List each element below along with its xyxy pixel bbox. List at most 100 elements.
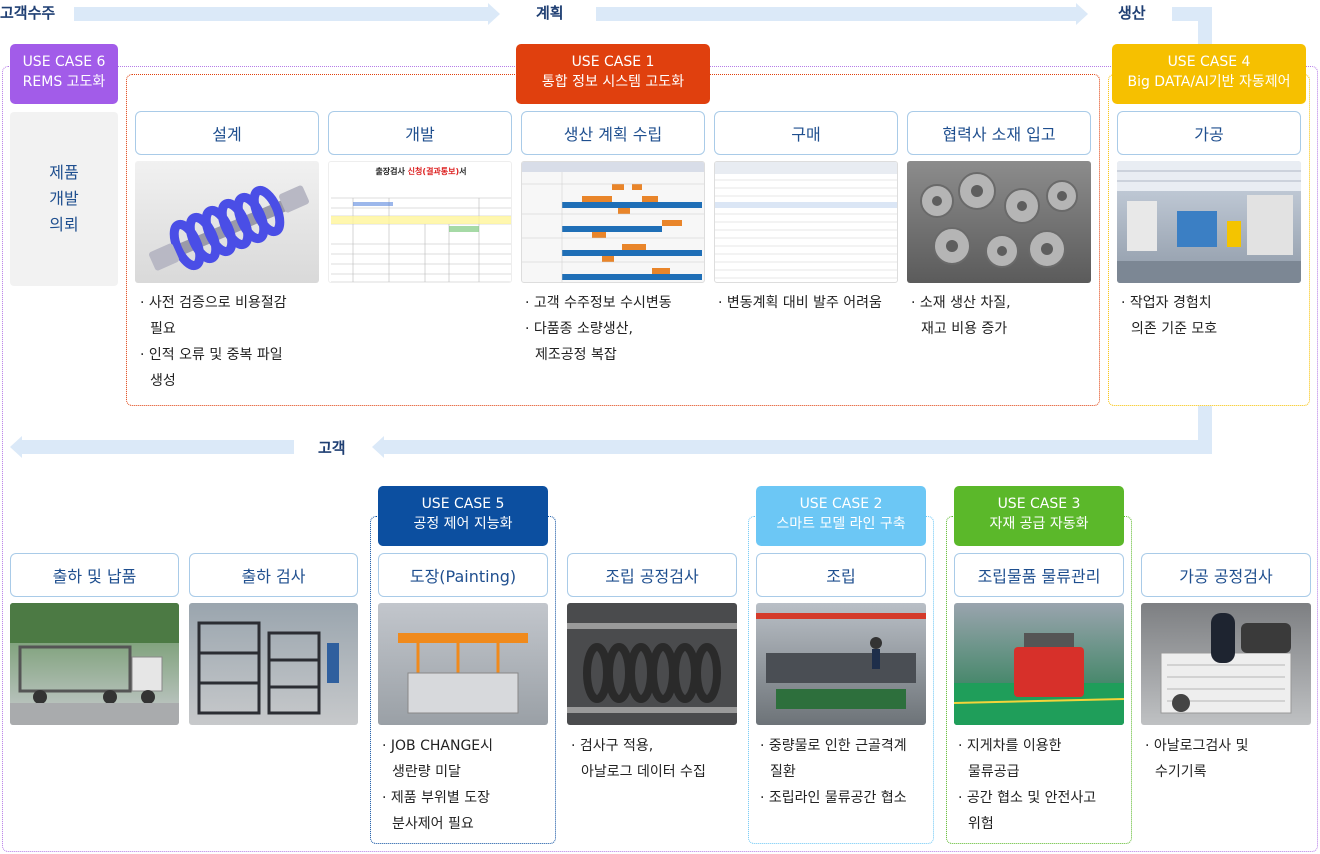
step-purchase: 구매 <box>714 111 898 155</box>
side-line-3: 의뢰 <box>49 215 79 234</box>
note-line: · JOB CHANGE시 <box>382 738 494 754</box>
step-design: 설계 <box>135 111 319 155</box>
step-machining: 가공 <box>1117 111 1301 155</box>
flow-label-order: 고객수주 <box>0 2 56 23</box>
use-case-5-badge: USE CASE 5 공정 제어 지능화 <box>378 486 548 546</box>
flow-arrow-return <box>384 440 1212 454</box>
doc-title-part: (결과통보) <box>422 167 460 176</box>
use-case-6-badge: USE CASE 6 REMS 고도화 <box>10 44 118 104</box>
step-shipping-delivery: 출하 및 납품 <box>10 553 179 597</box>
side-line-1: 제품 <box>49 163 79 182</box>
shipping-inspection-image <box>189 603 358 725</box>
note-line: 위험 <box>968 816 994 832</box>
note-line: · 소재 생산 차질, <box>911 295 1011 311</box>
spring-assembly-image <box>149 185 309 271</box>
note-line: 아날로그 데이터 수집 <box>581 764 706 780</box>
factory-floor-image <box>1117 161 1301 283</box>
notes-assembly-inspection: · 검사구 적용, 아날로그 데이터 수집 <box>571 733 706 785</box>
flow-arrow-order-to-plan <box>74 7 488 21</box>
note-line: 생란량 미달 <box>392 764 461 780</box>
purchase-table-image <box>715 162 897 279</box>
use-case-4-badge: USE CASE 4 Big DATA/AI기반 자동제어 <box>1112 44 1306 104</box>
side-line-2: 개발 <box>49 189 79 208</box>
note-line: · 조립라인 물류공간 협소 <box>760 790 907 806</box>
note-line: 물류공급 <box>968 764 1020 780</box>
doc-table-grid <box>331 197 511 282</box>
note-item: · 소재 생산 차질, 재고 비용 증가 <box>911 290 1011 342</box>
step-development: 개발 <box>328 111 512 155</box>
use-case-3-title: USE CASE 3 <box>997 496 1081 512</box>
use-case-6-subtitle: REMS 고도화 <box>22 74 106 90</box>
use-case-5-subtitle: 공정 제어 지능화 <box>413 516 513 532</box>
painting-line-image <box>378 603 548 725</box>
flow-arrow-head <box>10 436 22 458</box>
paint-booth-image <box>398 633 528 714</box>
note-line: · 검사구 적용, <box>571 738 654 754</box>
note-item: · 검사구 적용, 아날로그 데이터 수집 <box>571 733 706 785</box>
note-line: · 제품 부위별 도장 <box>382 790 490 806</box>
note-line: · 지게차를 이용한 <box>958 738 1062 754</box>
use-case-5-title: USE CASE 5 <box>421 496 505 512</box>
doc-title-part: 출장검사 <box>375 167 408 176</box>
step-painting: 도장(Painting) <box>378 553 548 597</box>
note-line: · 중량물로 인한 근골격계 <box>760 738 907 754</box>
note-item: · 고객 수주정보 수시변동 <box>525 290 672 316</box>
springs-inspection-image <box>567 623 737 713</box>
truck-image <box>10 603 179 725</box>
flow-arrow-head <box>372 436 384 458</box>
note-line: 재고 비용 증가 <box>921 321 1008 337</box>
machining-factory-image <box>1117 161 1301 283</box>
use-case-6-title: USE CASE 6 <box>22 54 106 70</box>
step-assembly-inspection: 조립 공정검사 <box>567 553 737 597</box>
development-document-image: 출장검사 신청(결과통보)서 <box>328 161 512 283</box>
note-line: 분사제어 필요 <box>392 816 474 832</box>
note-line: · 공간 협소 및 안전사고 <box>958 790 1097 806</box>
product-dev-request-box: 제품 개발 의뢰 <box>10 112 118 286</box>
use-case-1-title: USE CASE 1 <box>571 54 655 70</box>
flow-label-production: 생산 <box>1118 2 1146 23</box>
use-case-1-subtitle: 통합 정보 시스템 고도화 <box>541 74 685 90</box>
note-item: · 변동계획 대비 발주 어려움 <box>718 290 882 316</box>
note-line: · 작업자 경험치 <box>1121 295 1212 311</box>
doc-title-part: 신청 <box>407 167 423 176</box>
note-line: · 변동계획 대비 발주 어려움 <box>718 295 882 311</box>
doc-title-part: 서 <box>459 167 467 176</box>
note-line: · 사전 검증으로 비용절감 <box>140 295 287 311</box>
flow-label-customer: 고객 <box>318 437 346 458</box>
note-item: · 다품종 소량생산,제조공정 복잡 <box>525 316 672 368</box>
note-line: 필요 <box>150 321 176 337</box>
note-line: · 고객 수주정보 수시변동 <box>525 295 672 311</box>
machining-inspection-image <box>1141 603 1311 725</box>
note-line: · 인적 오류 및 중복 파일 <box>140 347 283 363</box>
flow-label-plan: 계획 <box>536 2 564 23</box>
note-line: 제조공정 복잡 <box>535 347 617 363</box>
step-supplier-material: 협력사 소재 입고 <box>907 111 1091 155</box>
gantt-chart-image <box>522 162 704 282</box>
production-plan-screenshot <box>521 161 705 283</box>
step-machining-inspection: 가공 공정검사 <box>1141 553 1311 597</box>
logistics-agv-image <box>954 603 1124 725</box>
use-case-2-subtitle: 스마트 모델 라인 구축 <box>776 516 906 532</box>
purchase-screenshot <box>714 161 898 283</box>
notes-production-plan: · 고객 수주정보 수시변동 · 다품종 소량생산,제조공정 복잡 <box>525 290 672 368</box>
doc-title: 출장검사 신청(결과통보)서 <box>329 166 511 177</box>
use-case-4-subtitle: Big DATA/AI기반 자동제어 <box>1127 74 1291 90</box>
note-item: · 조립라인 물류공간 협소 <box>760 785 907 811</box>
note-line: 질환 <box>770 764 796 780</box>
manual-inspection-image <box>1160 613 1292 714</box>
flow-arrow-down-top <box>1198 7 1212 45</box>
use-case-2-badge: USE CASE 2 스마트 모델 라인 구축 <box>756 486 926 546</box>
notes-purchase: · 변동계획 대비 발주 어려움 <box>718 290 882 316</box>
